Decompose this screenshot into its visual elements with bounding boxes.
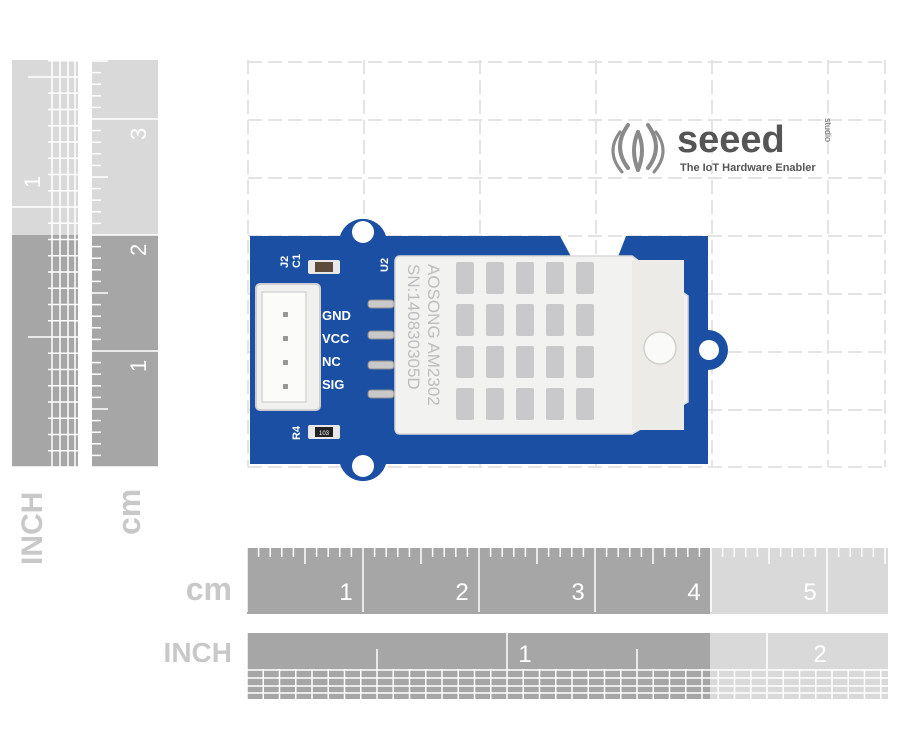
horizontal-cm-ruler: 1 2 3 4 5 <box>246 548 888 614</box>
horizontal-inch-ruler: 1 2 <box>246 633 888 699</box>
horizontal-cm-tick-5: 5 <box>803 579 816 606</box>
sensor-engraving: AOSONG AM2302 SN:140830305D <box>404 264 443 406</box>
horizontal-cm-tick-1: 1 <box>339 579 352 606</box>
mounting-hole-top <box>352 221 374 243</box>
sensor-vent-slot <box>456 388 474 420</box>
sensor-vent-slot <box>516 388 534 420</box>
seeed-leaf-icon <box>611 123 665 174</box>
sensor-vent-slot <box>486 304 504 336</box>
vertical-inch-ruler: 1 2 <box>12 60 78 468</box>
sensor-vent-slot <box>486 388 504 420</box>
sensor-pins <box>367 299 395 399</box>
resistor-value: 103 <box>319 431 330 437</box>
am2302-sensor: AOSONG AM2302 SN:140830305D <box>394 255 689 435</box>
horizontal-cm-tick-4: 4 <box>687 579 700 606</box>
sensor-mount-tab <box>643 331 677 365</box>
sensor-vent-slot <box>576 346 594 378</box>
sensor-model-text: AOSONG AM2302 <box>424 264 443 406</box>
sensor-vent-slot <box>516 346 534 378</box>
sensor-vent-slot <box>516 262 534 294</box>
vertical-cm-tick-3: 3 <box>126 128 151 140</box>
horizontal-cm-tick-2: 2 <box>455 579 468 606</box>
pin-label-vcc: VCC <box>322 331 350 346</box>
seeed-tagline: The IoT Hardware Enabler <box>680 162 816 174</box>
sensor-vent-slot <box>516 304 534 336</box>
horizontal-inch-tick-2: 2 <box>813 641 826 668</box>
label-j2: J2 <box>279 256 291 268</box>
pin-label-sig: SIG <box>322 377 344 392</box>
sensor-vent-slot <box>456 262 474 294</box>
seeed-logo: seeed studio The IoT Hardware Enabler <box>611 118 833 174</box>
pin-label-nc: NC <box>322 354 341 369</box>
mounting-hole-bottom <box>352 455 374 477</box>
sensor-vent-slot <box>486 346 504 378</box>
vertical-cm-tick-2: 2 <box>126 244 151 256</box>
sensor-serial-text: SN:140830305D <box>404 264 423 390</box>
sensor-vent-slot <box>546 388 564 420</box>
sensor-vent-slot <box>576 304 594 336</box>
sensor-vent-slot <box>456 346 474 378</box>
sensor-vent-slot <box>546 262 564 294</box>
sensor-vent-slot <box>456 304 474 336</box>
grove-sensor-board: GND VCC NC SIG J2 C1 U2 R4 103 <box>250 218 728 482</box>
capacitor-c1 <box>308 260 340 274</box>
vertical-cm-ruler: 3 2 1 <box>92 60 158 468</box>
sensor-vent-slot <box>486 262 504 294</box>
pin-label-gnd: GND <box>322 308 351 323</box>
sensor-vent-slot <box>546 346 564 378</box>
label-c1: C1 <box>291 254 303 268</box>
horizontal-inch-tick-1: 1 <box>518 641 531 668</box>
seeed-studio-text: studio <box>823 118 833 142</box>
horizontal-cm-unit: cm <box>186 571 232 607</box>
sensor-vent-slot <box>576 388 594 420</box>
sensor-vent-slot <box>576 262 594 294</box>
label-u2: U2 <box>379 258 391 272</box>
label-r4: R4 <box>291 425 303 440</box>
vertical-inch-unit: INCH <box>16 492 49 565</box>
vertical-cm-unit: cm <box>111 489 147 535</box>
horizontal-cm-tick-3: 3 <box>571 579 584 606</box>
horizontal-inch-unit: INCH <box>164 637 232 668</box>
resistor-r4: 103 <box>308 425 340 439</box>
grove-connector <box>255 283 321 411</box>
sensor-vent-slot <box>546 304 564 336</box>
mounting-hole-right <box>699 340 719 360</box>
vertical-cm-tick-1: 1 <box>126 360 151 372</box>
vertical-inch-tick-1: 1 <box>20 176 45 188</box>
seeed-wordmark: seeed <box>677 119 785 161</box>
